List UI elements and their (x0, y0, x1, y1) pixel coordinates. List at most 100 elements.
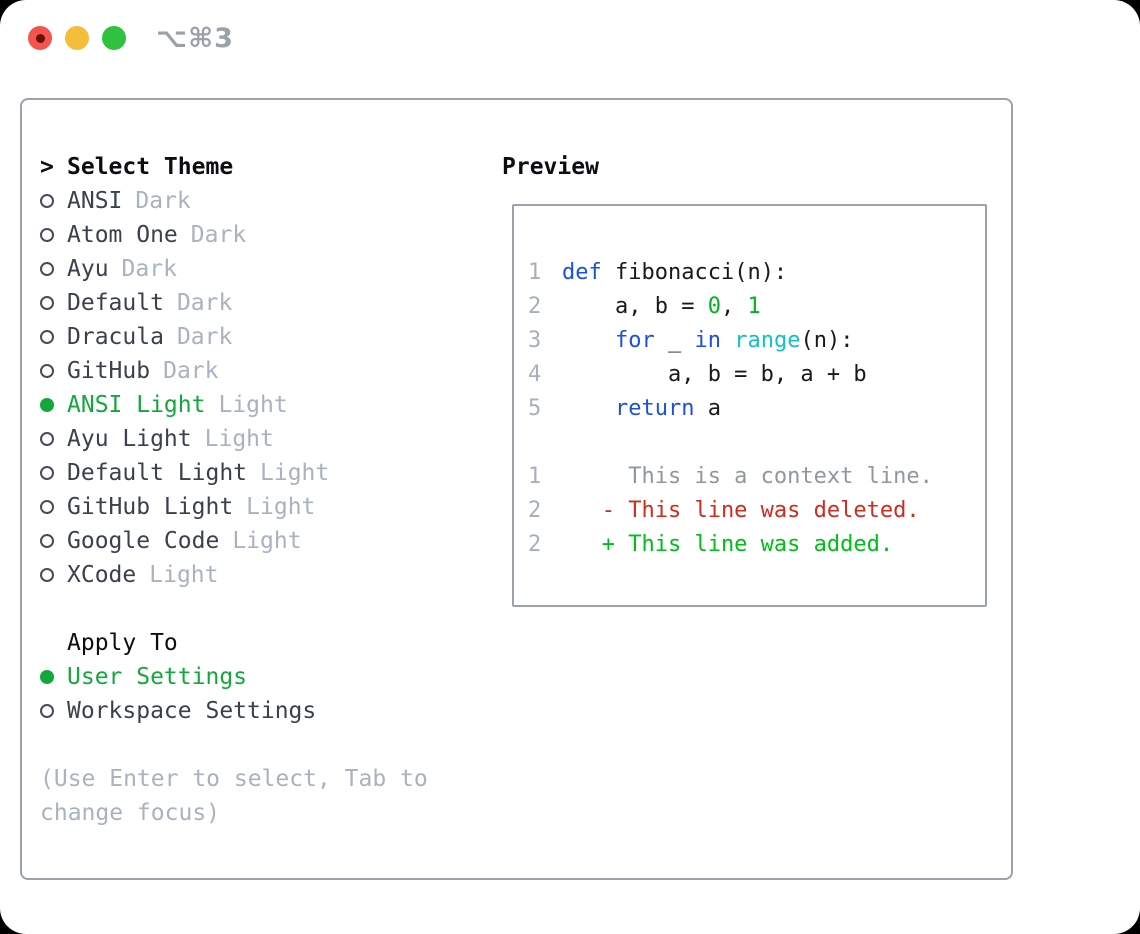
theme-option-label: Ayu Light (67, 426, 192, 452)
line-number: 2 (528, 497, 542, 523)
theme-option-atom-one[interactable]: Atom One Dark (40, 218, 485, 252)
theme-option-ansi[interactable]: ANSI Dark (40, 184, 485, 218)
theme-option-label: Atom One (67, 222, 178, 248)
hint-text-line1: (Use Enter to select, Tab to (40, 766, 428, 792)
window-title: ⌥⌘3 (156, 22, 234, 54)
theme-option-ayu-light[interactable]: Ayu Light Light (40, 422, 485, 456)
apply-to-header: Apply To (40, 626, 485, 660)
line-number: 1 (528, 463, 542, 489)
line-number: 1 (528, 259, 542, 285)
theme-variant-label: Light (260, 460, 330, 486)
theme-option-xcode[interactable]: XCode Light (40, 558, 485, 592)
selection-caret-icon: > (40, 154, 54, 180)
radio-circle-icon (40, 228, 54, 242)
theme-variant-label: Light (246, 494, 316, 520)
theme-option-label: ANSI Light (67, 392, 206, 418)
line-content: + This line was added. (562, 531, 894, 557)
radio-circle-icon (40, 568, 54, 582)
theme-variant-label: Light (204, 426, 274, 452)
code-line-9: 2 + This line was added. (528, 527, 985, 561)
theme-option-dracula[interactable]: Dracula Dark (40, 320, 485, 354)
radio-circle-icon (40, 364, 54, 378)
radio-circle-icon (40, 500, 54, 514)
code-line-4: 4 a, b = b, a + b (528, 357, 985, 391)
radio-selected-icon (40, 398, 54, 412)
radio-circle-icon (40, 466, 54, 480)
line-number: 2 (528, 293, 542, 319)
apply-to-option-label: User Settings (67, 664, 248, 690)
theme-variant-label: Dark (190, 222, 247, 248)
spacer (40, 728, 485, 762)
theme-variant-label: Light (149, 562, 219, 588)
radio-circle-icon (40, 534, 54, 548)
theme-variant-label: Dark (176, 290, 233, 316)
code-line-6 (528, 425, 985, 459)
spacer (40, 592, 485, 626)
zoom-button[interactable] (102, 26, 126, 50)
radio-circle-icon (40, 194, 54, 208)
theme-option-ansi-light[interactable]: ANSI Light Light (40, 388, 485, 422)
line-number: 5 (528, 395, 542, 421)
theme-variant-label: Dark (176, 324, 233, 350)
theme-variant-label: Dark (121, 256, 177, 282)
theme-variant-label: Dark (135, 188, 191, 214)
select-theme-header: > Select Theme (40, 150, 485, 184)
select-theme-title: Select Theme (67, 154, 234, 180)
apply-to-option-user-settings[interactable]: User Settings (40, 660, 485, 694)
radio-circle-icon (40, 704, 54, 718)
theme-option-label: XCode (67, 562, 137, 588)
theme-option-label: GitHub (67, 358, 151, 384)
line-number: 3 (528, 327, 542, 353)
theme-option-ayu[interactable]: Ayu Dark (40, 252, 485, 286)
apply-to-label: Apply To (67, 630, 178, 656)
titlebar: ⌥⌘3 (28, 23, 234, 54)
radio-circle-icon (40, 330, 54, 344)
hint-text-line2: change focus) (40, 800, 221, 826)
line-number: 2 (528, 531, 542, 557)
theme-option-default-light[interactable]: Default Light Light (40, 456, 485, 490)
theme-option-google-code[interactable]: Google Code Light (40, 524, 485, 558)
theme-option-label: Default (67, 290, 164, 316)
code-line-5: 5 return a (528, 391, 985, 425)
line-content: This is a context line. (562, 463, 933, 489)
theme-variant-label: Dark (163, 358, 219, 384)
theme-option-label: GitHub Light (67, 494, 234, 520)
line-content: for _ in range(n): (614, 327, 854, 353)
theme-option-label: ANSI (67, 188, 123, 214)
theme-variant-label: Light (218, 392, 288, 418)
code-line-8: 2 - This line was deleted. (528, 493, 985, 527)
close-dot-icon (35, 33, 45, 43)
theme-option-github-light[interactable]: GitHub Light Light (40, 490, 485, 524)
apply-to-option-label: Workspace Settings (67, 698, 317, 724)
theme-option-label: Google Code (67, 528, 220, 554)
close-button[interactable] (28, 26, 52, 50)
apply-to-option-workspace-settings[interactable]: Workspace Settings (40, 694, 485, 728)
radio-circle-icon (40, 296, 54, 310)
theme-option-label: Dracula (67, 324, 164, 350)
line-number: 4 (528, 361, 542, 387)
theme-option-default[interactable]: Default Dark (40, 286, 485, 320)
radio-circle-icon (40, 262, 54, 276)
code-line-1: 1 def fibonacci(n): (528, 255, 985, 289)
radio-selected-icon (40, 670, 54, 684)
line-content: - This line was deleted. (562, 497, 920, 523)
theme-option-label: Default Light (67, 460, 248, 486)
theme-option-label: Ayu (67, 256, 109, 282)
line-content: a, b = b, a + b (562, 361, 867, 387)
line-content: a, b = 0, 1 (562, 293, 761, 319)
theme-variant-label: Light (232, 528, 302, 554)
preview-title: Preview (502, 154, 599, 180)
code-line-3: 3 for _ in range(n): (528, 323, 985, 357)
code-line-7: 1 This is a context line. (528, 459, 985, 493)
line-content: def fibonacci(n): (562, 259, 788, 285)
minimize-button[interactable] (65, 26, 89, 50)
code-line-2: 2 a, b = 0, 1 (528, 289, 985, 323)
theme-option-github[interactable]: GitHub Dark (40, 354, 485, 388)
